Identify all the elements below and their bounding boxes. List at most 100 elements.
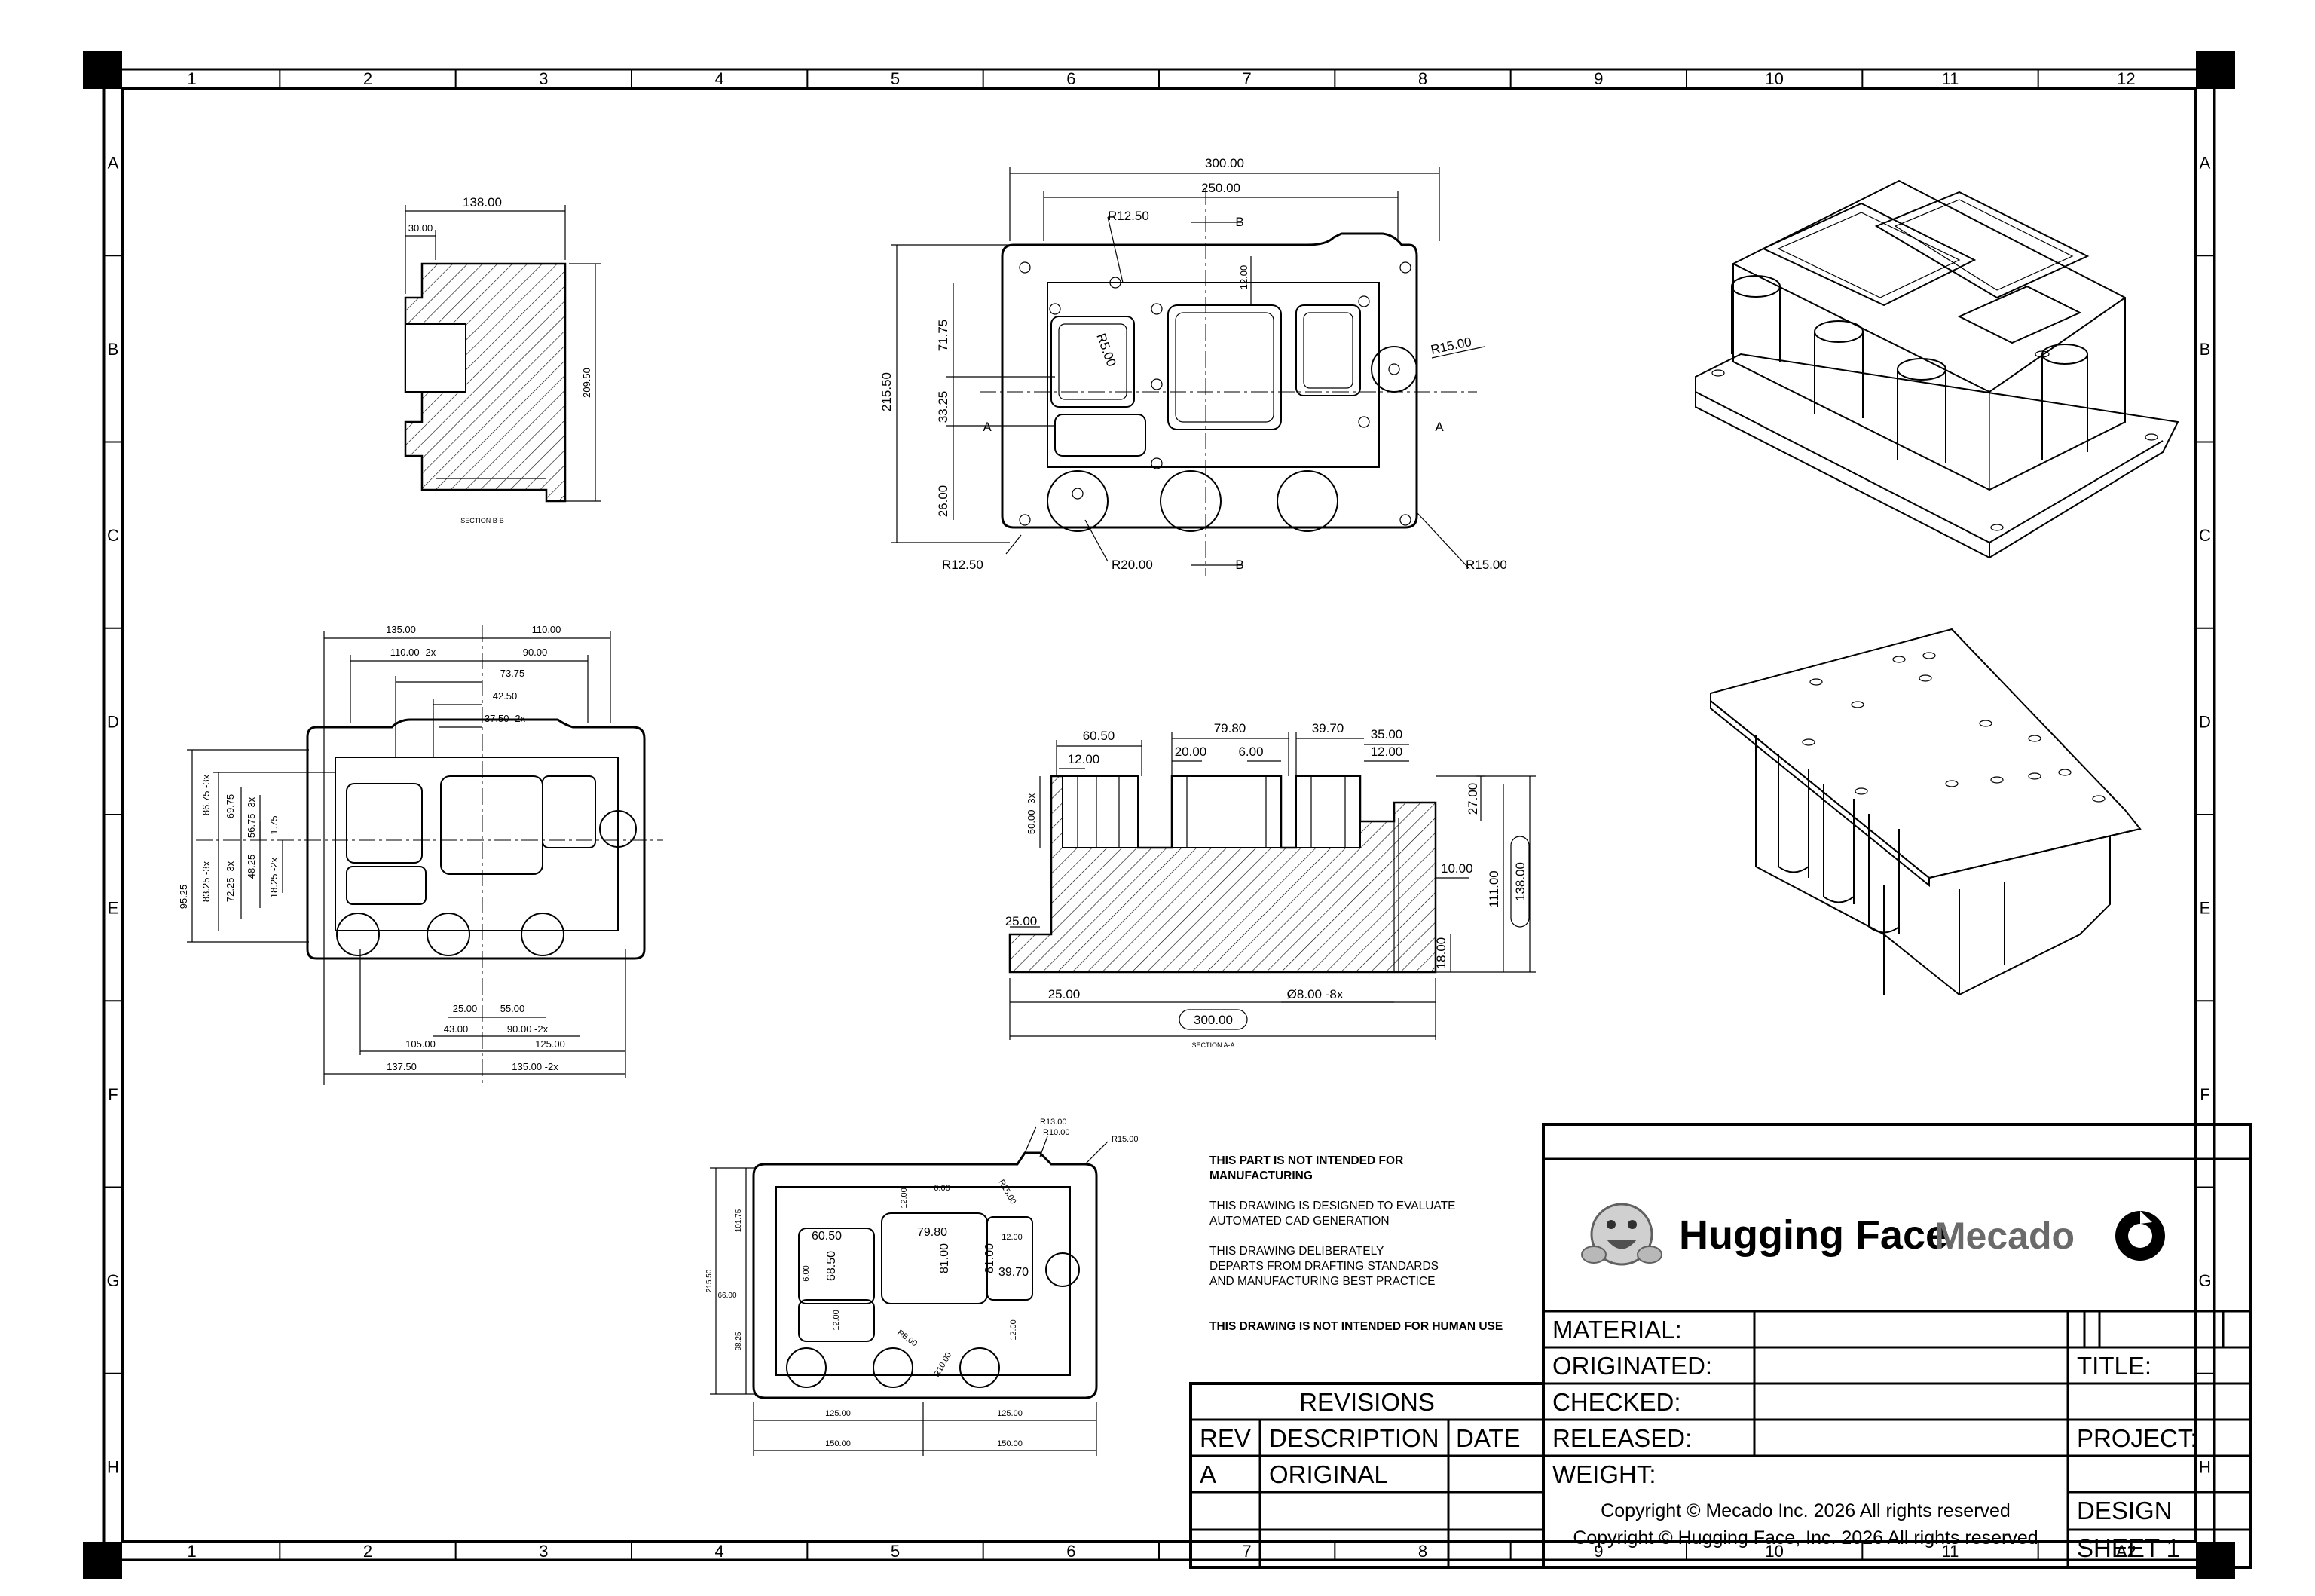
dim-label: 48.25 — [246, 855, 257, 879]
title-label: TITLE: — [2077, 1352, 2151, 1380]
section-label: SECTION B-B — [460, 517, 504, 524]
zone-label: 3 — [539, 69, 548, 88]
dim-label: R12.50 — [942, 558, 983, 572]
top-view-holes — [1019, 261, 1411, 526]
front-view: 135.00 110.00 110.00 -2x 90.00 73.75 42.… — [178, 624, 663, 1085]
dim-label: 209.50 — [581, 368, 592, 398]
zone-label: B — [2200, 340, 2211, 359]
dim-label: 125.00 — [825, 1409, 851, 1418]
dim-label: 138.00 — [463, 195, 502, 209]
zone-label: H — [2199, 1457, 2211, 1476]
note-line: THIS DRAWING IS NOT INTENDED FOR HUMAN U… — [1209, 1320, 1503, 1333]
dim-label: 55.00 — [500, 1003, 525, 1014]
dim-label: 30.00 — [408, 222, 433, 234]
zone-label: A2 — [2116, 1542, 2136, 1561]
dim-label: 79.80 — [1214, 721, 1246, 735]
dim-label: 12.00 — [1371, 744, 1403, 759]
note-line: AUTOMATED CAD GENERATION — [1209, 1215, 1390, 1228]
design-label: DESIGN — [2077, 1497, 2173, 1524]
dim-label: 71.75 — [936, 320, 950, 352]
dim-label: 105.00 — [405, 1038, 436, 1050]
dim-label: 300.00 — [1205, 156, 1244, 170]
dim-label: R12.50 — [1108, 209, 1149, 223]
zone-label: 9 — [1594, 69, 1603, 88]
zone-label: 11 — [1942, 69, 1959, 88]
revision-column-header: REV — [1200, 1424, 1251, 1452]
zone-label: A — [2200, 154, 2211, 173]
revision-description: ORIGINAL — [1269, 1460, 1388, 1488]
zone-label: E — [2200, 899, 2211, 918]
zone-label: C — [2199, 526, 2211, 545]
dim-label: Ø8.00 -8x — [1287, 987, 1344, 1001]
zone-label: F — [108, 1085, 118, 1104]
note-line: THIS DRAWING IS DESIGNED TO EVALUATE — [1209, 1200, 1455, 1212]
dim-label: 56.75 -3x — [246, 796, 257, 838]
dim-label: 215.50 — [705, 1269, 714, 1292]
dim-label: R15.00 — [1466, 558, 1507, 572]
isometric-view-bottom — [1710, 628, 2142, 996]
dim-label: 135.00 -2x — [512, 1061, 558, 1072]
zone-label: H — [107, 1457, 119, 1476]
note-line: AND MANUFACTURING BEST PRACTICE — [1209, 1275, 1435, 1288]
zone-label: 1 — [188, 1542, 197, 1561]
dim-label: 81.00 — [938, 1243, 951, 1273]
zone-label: E — [108, 899, 119, 918]
dim-label: 79.80 — [917, 1226, 947, 1239]
sheet-label: SHEET 1 — [2077, 1534, 2180, 1562]
dim-label: 6.00 — [802, 1265, 811, 1281]
dim-label: 12.00 — [1238, 265, 1249, 290]
dim-label: 101.75 — [735, 1209, 743, 1232]
zone-label: D — [2199, 712, 2211, 731]
revisions-table: REVISIONS REV DESCRIPTION DATE A ORIGINA… — [1189, 1382, 1545, 1569]
dim-label: 250.00 — [1201, 181, 1240, 195]
dim-label: 18.25 -2x — [268, 857, 280, 898]
weight-label: WEIGHT: — [1552, 1460, 1656, 1488]
zone-label: 4 — [715, 1542, 724, 1561]
dim-label: 12.00 — [832, 1310, 841, 1331]
dim-label: 73.75 — [500, 668, 525, 679]
revision-column-header: DESCRIPTION — [1269, 1424, 1439, 1452]
dim-label: 110.00 — [532, 624, 561, 635]
dim-label: 25.00 — [453, 1003, 478, 1014]
dim-label: 137.50 — [387, 1061, 417, 1072]
dim-label: 10.00 — [1441, 861, 1473, 876]
dim-label: 42.50 — [493, 690, 518, 702]
zone-label: 2 — [363, 69, 372, 88]
dim-label: 26.00 — [936, 485, 950, 518]
dim-label: 25.00 — [1005, 914, 1038, 928]
zone-label: 10 — [1765, 69, 1783, 88]
dim-label: A — [983, 420, 992, 434]
zone-label: D — [107, 712, 119, 731]
zone-label: B — [108, 340, 119, 359]
title-block: Hugging Face Mecado MATERIAL: ORIGINATED… — [1542, 1123, 2252, 1569]
project-label: PROJECT: — [2077, 1424, 2197, 1452]
zone-label: 2 — [363, 1542, 372, 1561]
note-line: MANUFACTURING — [1209, 1169, 1313, 1182]
dim-label: R8.00 — [895, 1328, 919, 1349]
copyright-hugging-face: Copyright © Hugging Face, Inc. 2026 All … — [1573, 1527, 2038, 1549]
zone-label: 6 — [1066, 69, 1075, 88]
dim-label: 60.50 — [812, 1230, 842, 1243]
section-aa-view: 60.50 79.80 39.70 35.00 12.00 20.00 6.00… — [1005, 721, 1536, 1049]
zone-label: G — [106, 1271, 119, 1290]
material-label: MATERIAL: — [1552, 1316, 1682, 1344]
zone-label: F — [2200, 1085, 2209, 1104]
section-label: SECTION A-A — [1191, 1041, 1234, 1049]
dim-label: R15.00 — [996, 1179, 1017, 1206]
dim-label: 68.50 — [825, 1251, 838, 1281]
section-bb-view: 138.00 30.00 209.50 SECTION B-B — [404, 195, 601, 524]
dim-label: 33.25 — [936, 391, 950, 423]
dim-label: 98.25 — [735, 1332, 743, 1350]
drawing-notes: THIS PART IS NOT INTENDED FOR MANUFACTUR… — [1209, 1154, 1503, 1333]
dim-label: 12.00 — [1009, 1319, 1018, 1341]
dim-label: R10.00 — [932, 1351, 953, 1379]
dim-label: R5.00 — [1093, 332, 1118, 368]
zone-label: 9 — [1594, 1542, 1603, 1561]
dim-label: A — [1435, 420, 1444, 434]
dim-label: 1.75 — [268, 815, 280, 834]
revision-column-header: DATE — [1456, 1424, 1521, 1452]
dim-label: 215.50 — [879, 372, 894, 411]
note-line: THIS PART IS NOT INTENDED FOR — [1209, 1154, 1403, 1167]
